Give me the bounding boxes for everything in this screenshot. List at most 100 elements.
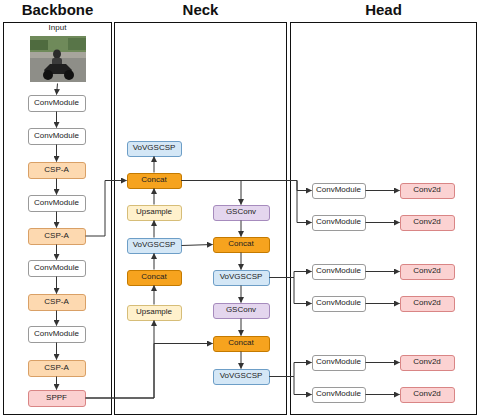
stage-panel: NeckVoVGSCSPConcatUpsampleVoVGSCSPConcat…: [114, 22, 287, 415]
box-label: VoVGSCSP: [220, 273, 263, 282]
stage-panel: HeadConvModuleConv2dConvModuleConv2dConv…: [290, 22, 477, 415]
box-label: CSP-A: [44, 364, 68, 373]
box-label: VoVGSCSP: [220, 372, 263, 381]
conv-module-box: ConvModule: [28, 260, 86, 277]
flow-arrow: [366, 190, 400, 191]
conv-module-box: ConvModule: [312, 387, 366, 403]
flow-arrow: [56, 277, 57, 294]
flow-arrow: [241, 352, 242, 369]
box-label: Conv2d: [413, 299, 441, 308]
photo-background: [30, 36, 86, 82]
conv2d-block: Conv2d: [400, 264, 455, 280]
flow-arrow: [366, 394, 400, 395]
box-label: Input: [49, 24, 67, 33]
flow-arrow: [366, 303, 400, 304]
box-label: Concat: [141, 176, 166, 185]
photo-foliage: [68, 38, 86, 50]
flow-arrow: [56, 212, 57, 228]
box-label: Concat: [141, 273, 166, 282]
conv-module-box: ConvModule: [312, 183, 366, 199]
conv-module-box: ConvModule: [28, 326, 86, 343]
flow-arrow: [270, 363, 312, 377]
box-label: ConvModule: [316, 218, 361, 227]
box-label: ConvModule: [316, 267, 361, 276]
box-label: ConvModule: [34, 199, 79, 208]
flow-arrow: [56, 311, 57, 326]
panel-title: Head: [291, 2, 476, 19]
csp-block: CSP-A: [28, 228, 86, 245]
box-label: ConvModule: [34, 330, 79, 339]
box-label: ConvModule: [316, 186, 361, 195]
flow-arrow: [154, 254, 155, 270]
input-photo: [30, 36, 86, 82]
conv-module-box: ConvModule: [28, 195, 86, 212]
sppf-block: SPPF: [28, 390, 86, 407]
box-label: CSP-A: [44, 166, 68, 175]
panel-title: Backbone: [4, 2, 111, 19]
csp-block: CSP-A: [28, 162, 86, 179]
conv2d-block: Conv2d: [400, 296, 455, 312]
box-label: Upsample: [136, 308, 172, 317]
flow-arrow: [86, 321, 155, 399]
flow-arrow: [241, 221, 242, 237]
flow-arrow: [241, 253, 242, 270]
flow-arrow: [366, 222, 400, 223]
flow-arrow: [366, 362, 400, 363]
conv-module-box: ConvModule: [312, 296, 366, 312]
box-label: VoVGSCSP: [133, 144, 176, 153]
conv-module-box: ConvModule: [28, 95, 86, 112]
flow-arrow: [56, 145, 57, 162]
vovgscsp-block: VoVGSCSP: [213, 369, 270, 385]
vovgscsp-block: VoVGSCSP: [127, 141, 182, 157]
conv2d-block: Conv2d: [400, 387, 455, 403]
box-label: ConvModule: [34, 132, 79, 141]
flow-arrow: [57, 84, 58, 95]
flow-arrow: [366, 271, 400, 272]
vovgscsp-block: VoVGSCSP: [213, 270, 270, 286]
box-label: CSP-A: [44, 232, 68, 241]
box-label: ConvModule: [316, 390, 361, 399]
csp-block: CSP-A: [28, 360, 86, 377]
conv-module-box: ConvModule: [312, 264, 366, 280]
flow-arrow: [154, 157, 155, 173]
box-label: Conv2d: [413, 390, 441, 399]
concat-block: Concat: [213, 336, 270, 352]
box-label: ConvModule: [316, 358, 361, 367]
box-label: ConvModule: [34, 264, 79, 273]
flow-arrow: [241, 286, 242, 303]
flow-arrow: [56, 179, 57, 195]
flow-arrow: [270, 278, 312, 304]
upsample-block: Upsample: [127, 305, 182, 321]
panel-title: Neck: [115, 2, 286, 19]
box-label: CSP-A: [44, 298, 68, 307]
box-label: Conv2d: [413, 186, 441, 195]
flow-arrow: [154, 221, 155, 238]
box-label: Concat: [228, 240, 253, 249]
conv2d-block: Conv2d: [400, 355, 455, 371]
flow-arrow: [86, 181, 127, 237]
concat-block: Concat: [127, 173, 182, 189]
photo-trees: [30, 36, 86, 52]
upsample-block: Upsample: [127, 205, 182, 221]
box-label: Concat: [228, 339, 253, 348]
photo-wheel: [43, 70, 53, 80]
flow-arrow: [56, 112, 57, 128]
concat-block: Concat: [213, 237, 270, 253]
csp-block: CSP-A: [28, 294, 86, 311]
box-label: GSConv: [226, 208, 256, 217]
photo-wheel: [64, 70, 74, 80]
flow-arrow: [182, 181, 312, 191]
flow-arrow: [154, 189, 155, 205]
conv-module-box: ConvModule: [28, 128, 86, 145]
box-label: GSConv: [226, 306, 256, 315]
conv-module-box: ConvModule: [312, 355, 366, 371]
concat-block: Concat: [127, 270, 182, 286]
box-label: VoVGSCSP: [133, 241, 176, 250]
flow-arrow: [56, 245, 57, 260]
flow-arrow: [270, 377, 312, 395]
box-label: ConvModule: [316, 299, 361, 308]
gsconv-block: GSConv: [213, 303, 270, 319]
box-label: Conv2d: [413, 218, 441, 227]
flow-arrow: [241, 319, 242, 336]
